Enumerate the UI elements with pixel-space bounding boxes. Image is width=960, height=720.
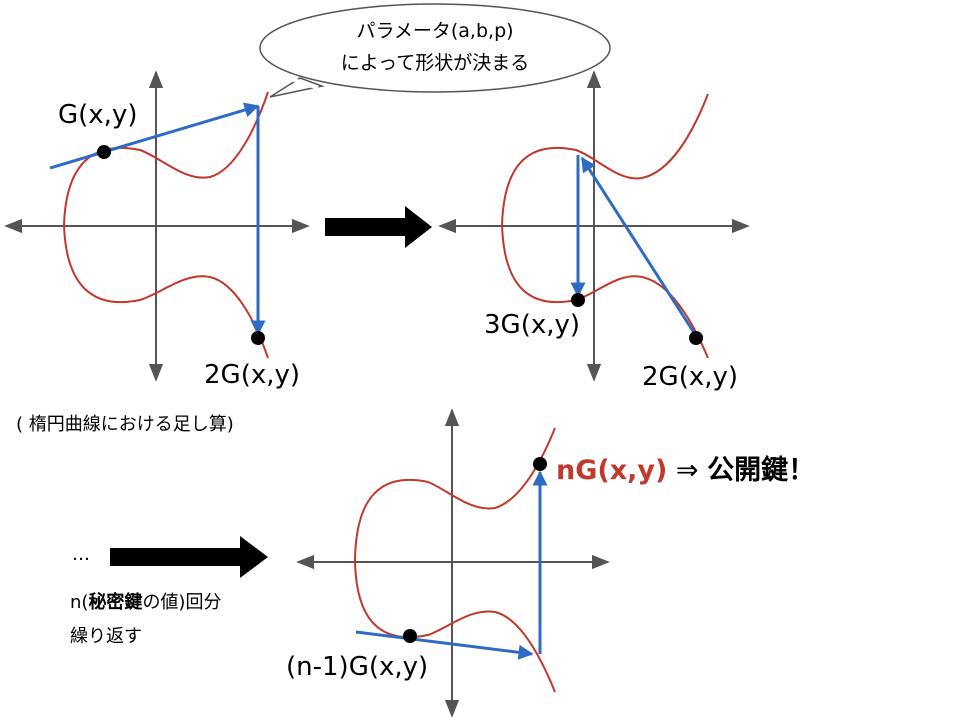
- panel-3: [296, 408, 610, 718]
- public-key-line: nG(x,y) ⇒ 公開鍵！: [556, 448, 815, 487]
- point-g: [97, 145, 111, 159]
- big-arrow-right: [110, 536, 268, 578]
- implies-symbol: ⇒: [667, 455, 708, 486]
- elliptic-curve: [500, 93, 709, 359]
- tangent-vector: [49, 102, 260, 170]
- ellipsis: …: [72, 544, 90, 565]
- big-arrow-right: [325, 206, 432, 248]
- elliptic-curve: [62, 91, 269, 359]
- label-3g: 3G(x,y): [484, 310, 581, 340]
- panel-2: [438, 70, 750, 382]
- label-2g-right: 2G(x,y): [642, 362, 739, 392]
- secret-key-text: 秘密鍵: [88, 592, 143, 613]
- elliptic-curve: [353, 427, 556, 693]
- repeat-text-line-2: 繰り返す: [70, 626, 142, 647]
- label-n-minus-1-g: (n-1)G(x,y): [286, 652, 429, 682]
- point-2g: [689, 331, 703, 345]
- point-ng: [533, 457, 547, 471]
- bubble-text-line-2: によって形状が決まる: [340, 52, 530, 74]
- label-2g-left: 2G(x,y): [204, 360, 301, 390]
- add-vector: [355, 630, 534, 660]
- repeat-prefix: n(: [70, 592, 89, 613]
- label-ng: nG(x,y): [556, 455, 668, 486]
- repeat-suffix: の値)回分: [142, 592, 222, 613]
- repeat-text-line-1: n(秘密鍵の値)回分: [70, 588, 221, 614]
- panel-1: [4, 70, 310, 382]
- bubble-text-line-1: パラメータ(a,b,p): [356, 20, 514, 42]
- add-vector: [580, 156, 702, 343]
- point-3g: [571, 293, 585, 307]
- point-2g: [251, 331, 265, 345]
- caption: ( 楕円曲線における足し算): [16, 414, 234, 435]
- public-key-text: 公開鍵！: [707, 455, 816, 486]
- label-g: G(x,y): [58, 100, 138, 130]
- speech-bubble: [259, 3, 611, 98]
- point-n-minus-1-g: [403, 629, 417, 643]
